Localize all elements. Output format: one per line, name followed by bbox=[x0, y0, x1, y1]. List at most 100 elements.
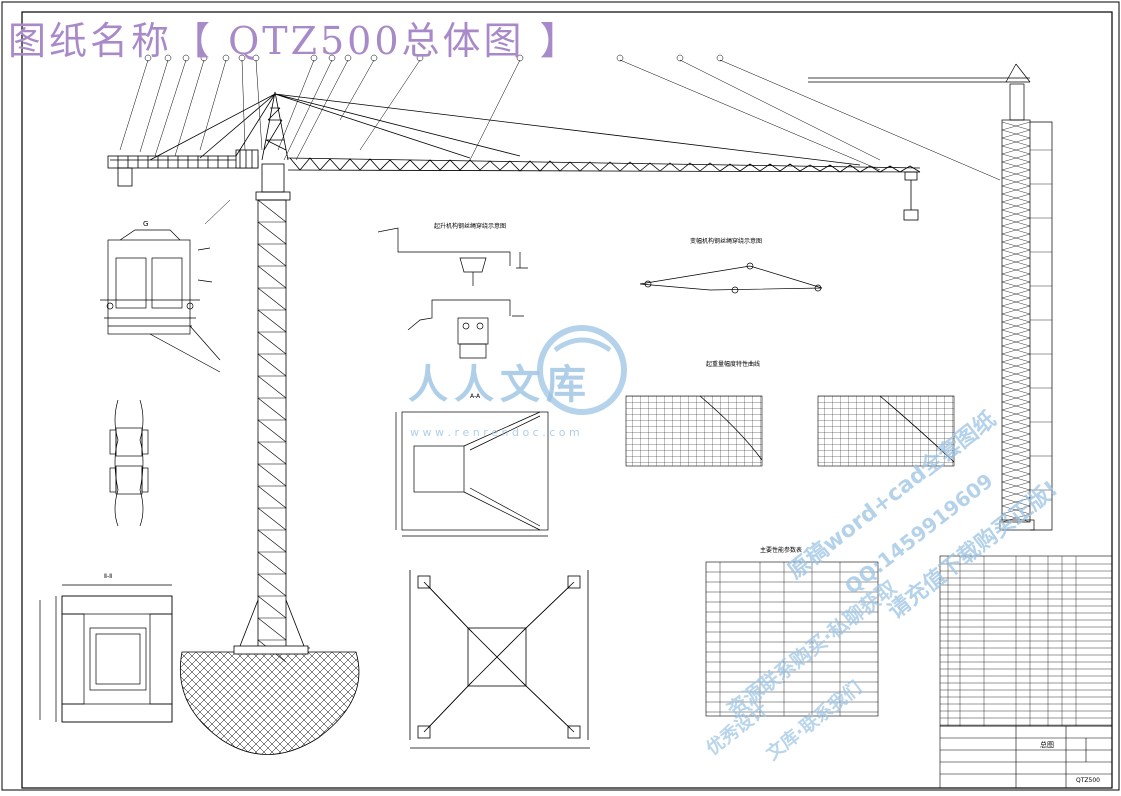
drawing-line bbox=[1001, 121, 1031, 131]
pin-detail bbox=[109, 399, 149, 527]
drawing-line bbox=[257, 617, 287, 641]
drawing-code: QTZ500 bbox=[1076, 777, 1100, 784]
drawing-line bbox=[257, 441, 287, 465]
drawing-line bbox=[1001, 313, 1031, 323]
drawing-line bbox=[1001, 273, 1031, 283]
drawing-name: 总图 bbox=[1040, 740, 1054, 749]
load-chart-title: 起重量幅度特性曲线 bbox=[706, 360, 760, 368]
drawing-line bbox=[1001, 225, 1031, 235]
drawing-line bbox=[1001, 161, 1031, 171]
parameter-rows bbox=[706, 562, 878, 716]
drawing-line bbox=[1001, 385, 1031, 395]
drawing-line bbox=[1001, 401, 1031, 411]
drawing-line bbox=[1001, 265, 1031, 275]
watermark-logo-icon bbox=[537, 325, 627, 415]
drawing-line bbox=[257, 551, 287, 575]
drawing-line bbox=[257, 573, 287, 597]
drawing-line bbox=[1001, 393, 1031, 403]
base-section-label: A-A bbox=[470, 393, 481, 400]
side-mast-lattice bbox=[1001, 121, 1052, 523]
drawing-line bbox=[1001, 305, 1031, 315]
hoist-diagram bbox=[377, 227, 528, 359]
drawing-line bbox=[1001, 297, 1031, 307]
title-block bbox=[939, 725, 1113, 789]
drawing-line bbox=[1001, 145, 1031, 155]
drawing-line bbox=[1001, 177, 1031, 187]
watermark-logo-text: 人人文库 bbox=[408, 362, 592, 408]
drawing-line bbox=[257, 353, 287, 377]
leader-lines bbox=[119, 59, 1001, 225]
drawing-line bbox=[1001, 249, 1031, 259]
drawing-line bbox=[1001, 465, 1031, 475]
drawing-line bbox=[1001, 281, 1031, 291]
drawing-line bbox=[257, 199, 287, 223]
parameter-table bbox=[705, 561, 879, 717]
foundation-plan bbox=[39, 584, 173, 723]
crane-side-elevation bbox=[808, 63, 1053, 531]
drawing-line bbox=[1001, 489, 1031, 499]
drawing-line bbox=[1001, 433, 1031, 443]
drawing-line bbox=[1001, 217, 1031, 227]
hoist-detail-title: 起升机构钢丝绳穿绕示意图 bbox=[434, 222, 506, 230]
drawing-line bbox=[1001, 193, 1031, 203]
drawing-line bbox=[1001, 441, 1031, 451]
drawing-line bbox=[1001, 505, 1031, 515]
foundation bbox=[179, 651, 360, 755]
load-chart-right bbox=[817, 395, 955, 467]
base-section bbox=[395, 411, 549, 537]
drawing-line bbox=[1001, 497, 1031, 507]
luffing-diagram bbox=[639, 262, 823, 294]
watermark-site: w w w . r e n r e n d o c . c o m bbox=[410, 426, 580, 439]
drawing-line bbox=[1001, 377, 1031, 387]
drawing-line bbox=[1001, 321, 1031, 331]
cab-detail bbox=[100, 229, 221, 373]
inner-border bbox=[21, 11, 1113, 789]
parts-rows bbox=[940, 556, 1112, 726]
foundation-plan-label: Ⅱ-Ⅱ bbox=[104, 573, 112, 580]
drawing-line bbox=[1001, 481, 1031, 491]
drawing-line bbox=[1001, 209, 1031, 219]
drawing-line bbox=[257, 595, 287, 619]
drawing-line bbox=[1001, 473, 1031, 483]
drawing-line bbox=[1001, 201, 1031, 211]
drawing-line bbox=[1001, 257, 1031, 267]
drawing-line bbox=[1001, 369, 1031, 379]
mast-lattice bbox=[257, 199, 287, 663]
params-table-title: 主要性能参数表 bbox=[760, 546, 802, 554]
drawing-line bbox=[1001, 425, 1031, 435]
balloons bbox=[144, 54, 724, 62]
drawing-line bbox=[1001, 449, 1031, 459]
drawing-line bbox=[257, 243, 287, 267]
drawing-line bbox=[257, 529, 287, 553]
luffing-detail-title: 变幅机构钢丝绳穿绕示意图 bbox=[690, 237, 762, 245]
drawing-line bbox=[1001, 417, 1031, 427]
drawing-line bbox=[1001, 513, 1031, 523]
drawing-line bbox=[257, 507, 287, 531]
drawing-line bbox=[1001, 233, 1031, 243]
drawing-line bbox=[1001, 185, 1031, 195]
drawing-line bbox=[1001, 169, 1031, 179]
drawing-line bbox=[257, 463, 287, 487]
drawing-line bbox=[257, 331, 287, 355]
drawing-line bbox=[257, 485, 287, 509]
drawing-line bbox=[257, 265, 287, 289]
cab-view-label: G bbox=[143, 220, 148, 228]
drawing-line bbox=[257, 309, 287, 333]
load-chart-left bbox=[625, 395, 763, 467]
drawing-line bbox=[1001, 361, 1031, 371]
drawing-line bbox=[1001, 153, 1031, 163]
page-title: 图纸名称【 QTZ500总体图 】 bbox=[8, 19, 581, 63]
drawing-line bbox=[1001, 329, 1031, 339]
drawing-line bbox=[1001, 289, 1031, 299]
drawing-line bbox=[1001, 353, 1031, 363]
drawing-line bbox=[1001, 241, 1031, 251]
drawing-line bbox=[1001, 409, 1031, 419]
drawing-line bbox=[257, 397, 287, 421]
drawing-line bbox=[257, 419, 287, 443]
drawing-line bbox=[1001, 129, 1031, 139]
drawing-line bbox=[1001, 457, 1031, 467]
drawing-line bbox=[257, 375, 287, 399]
